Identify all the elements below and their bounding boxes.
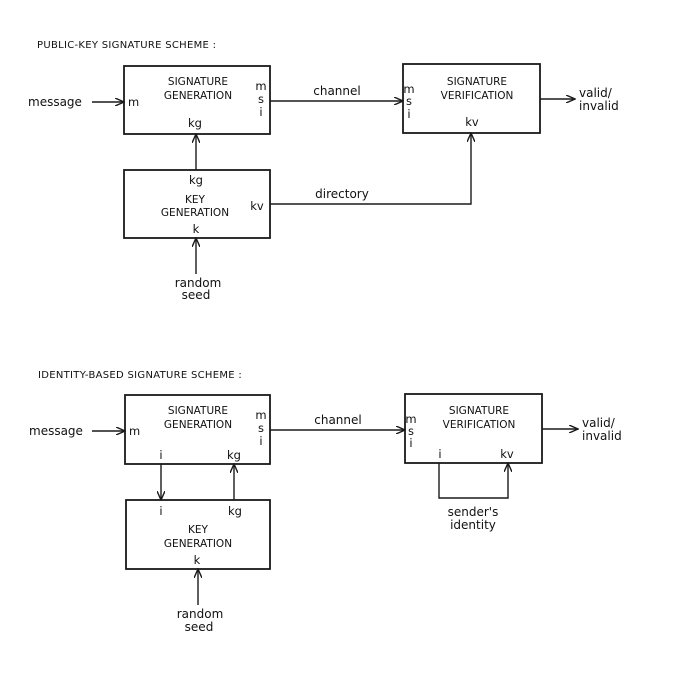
pk-sigver-label-1: SIGNATURE [447, 76, 507, 88]
pk-output-label-2: invalid [579, 99, 619, 113]
pk-sigver-in-i: i [407, 107, 410, 121]
pk-keygen-label-1: KEY [185, 194, 206, 206]
pk-output-label-1: valid/ [579, 86, 613, 100]
pk-sigver-label-2: VERIFICATION [441, 90, 514, 102]
ib-keygen-port-i: i [159, 504, 162, 518]
ib-keygen-port-kg: kg [228, 504, 242, 518]
identity-based-scheme: IDENTITY-BASED SIGNATURE SCHEME : SIGNAT… [29, 370, 622, 634]
ib-siggen-label-1: SIGNATURE [168, 405, 228, 417]
public-key-scheme: PUBLIC-KEY SIGNATURE SCHEME : SIGNATURE … [28, 40, 619, 302]
pk-siggen-port-kg: kg [188, 116, 202, 130]
ib-siggen-port-kg: kg [227, 448, 241, 462]
pk-directory-arrow [270, 133, 471, 205]
ib-output-label-1: valid/ [582, 416, 616, 430]
pk-message-label: message [28, 95, 82, 109]
ib-siggen-port-i: i [159, 448, 162, 462]
ib-siggen-out-i: i [259, 434, 262, 448]
pk-siggen-port-m: m [128, 95, 139, 109]
pk-sigver-in-m: m [403, 82, 414, 96]
pk-siggen-out-i: i [259, 105, 262, 119]
ib-seed-label-2: seed [185, 620, 214, 634]
pk-channel-label: channel [313, 84, 360, 98]
pk-keygen-port-kg: kg [189, 173, 203, 187]
pk-siggen-label-1: SIGNATURE [168, 76, 228, 88]
ib-sigver-label-1: SIGNATURE [449, 405, 509, 417]
ib-channel-label: channel [314, 413, 361, 427]
ib-siggen-out-s: s [258, 421, 264, 435]
ib-sigver-in-s: s [408, 424, 414, 438]
ib-sigver-in-i: i [409, 436, 412, 450]
pk-signature-verification-box: SIGNATURE VERIFICATION m s i kv [402, 63, 541, 134]
pk-keygen-port-k: k [193, 222, 200, 236]
ib-output-label-2: invalid [582, 429, 622, 443]
ib-identity-label-2: identity [450, 518, 496, 532]
ib-siggen-label-2: GENERATION [164, 419, 232, 431]
pk-siggen-label-2: GENERATION [164, 90, 232, 102]
identity-based-title: IDENTITY-BASED SIGNATURE SCHEME : [38, 370, 242, 381]
ib-seed-label-1: random [177, 607, 224, 621]
ib-siggen-port-m: m [129, 424, 140, 438]
ib-sigver-port-kv: kv [500, 447, 514, 461]
pk-siggen-out-m: m [255, 79, 266, 93]
ib-identity-loop-arrow [438, 463, 508, 499]
pk-seed-label-2: seed [182, 288, 211, 302]
ib-signature-generation-box: SIGNATURE GENERATION m m s i i kg [124, 394, 271, 465]
public-key-title: PUBLIC-KEY SIGNATURE SCHEME : [37, 40, 216, 51]
pk-siggen-out-s: s [258, 92, 264, 106]
pk-key-generation-box: kg KEY GENERATION kv k [123, 169, 271, 239]
ib-sigver-port-i: i [438, 447, 441, 461]
ib-keygen-label-2: GENERATION [164, 538, 232, 550]
ib-keygen-port-k: k [194, 553, 201, 567]
ib-sigver-in-m: m [405, 412, 416, 426]
ib-signature-verification-box: SIGNATURE VERIFICATION m s i i kv [404, 393, 543, 464]
ib-sigver-label-2: VERIFICATION [443, 419, 516, 431]
ib-keygen-label-1: KEY [188, 524, 209, 536]
pk-directory-label: directory [315, 187, 369, 201]
ib-siggen-out-m: m [255, 408, 266, 422]
pk-sigver-in-s: s [406, 94, 412, 108]
pk-keygen-port-kv: kv [250, 199, 264, 213]
ib-identity-label-1: sender's [448, 505, 499, 519]
ib-key-generation-box: i kg KEY GENERATION k [125, 499, 271, 570]
pk-sigver-port-kv: kv [465, 115, 479, 129]
pk-signature-generation-box: SIGNATURE GENERATION m m s i kg [123, 65, 271, 135]
pk-seed-label-1: random [175, 276, 222, 290]
ib-message-label: message [29, 424, 83, 438]
pk-keygen-label-2: GENERATION [161, 207, 229, 219]
